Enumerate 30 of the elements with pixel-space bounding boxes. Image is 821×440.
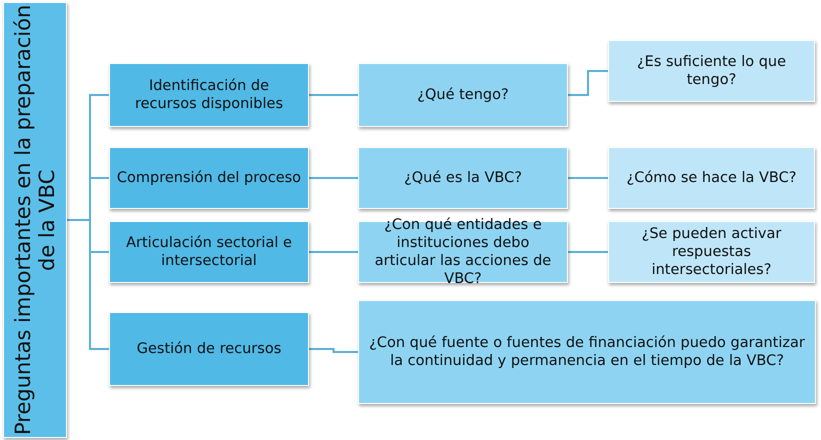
box-text: Gestión de recursos: [136, 340, 282, 359]
question-box: [608, 221, 815, 283]
connector-line: [568, 70, 608, 96]
question-box: [608, 40, 815, 102]
connector-line: [309, 94, 358, 96]
box-text: Articulación sectorial e intersectorial: [125, 234, 293, 271]
question-box: [608, 147, 815, 209]
box-text: ¿Se pueden activar respuestas intersectoriales?: [640, 224, 782, 280]
question-box: [109, 63, 309, 127]
connector-line: [568, 177, 608, 179]
box-text: ¿Con qué entidades e instituciones debo articular las acciones de VBC?: [374, 216, 552, 290]
connector-line: [309, 348, 358, 353]
box-text: Preguntas importantes en la preparación de la VBC: [10, 4, 60, 437]
title-bar: [3, 2, 67, 438]
question-box: [358, 147, 568, 209]
question-box: [109, 221, 309, 283]
box-text: ¿Cómo se hace la VBC?: [626, 168, 798, 188]
connector-line: [568, 251, 608, 253]
box-text: ¿Es suficiente lo que tengo?: [636, 52, 788, 90]
question-box: [109, 147, 309, 209]
question-box: [358, 300, 816, 404]
connector-line: [309, 177, 358, 179]
box-text: ¿Qué tengo?: [416, 86, 510, 105]
connector-line: [309, 251, 358, 253]
question-box: [109, 312, 309, 386]
box-text: ¿Qué es la VBC?: [403, 168, 523, 188]
box-text: ¿Con qué fuente o fuentes de financiación puedo garantizar la continuidad y permanencia en el tiempo de la VBC?: [368, 334, 806, 371]
box-text: Identificación de recursos disponibles: [134, 76, 284, 114]
question-box: [358, 63, 568, 127]
box-text: Comprensión del proceso: [116, 168, 302, 188]
